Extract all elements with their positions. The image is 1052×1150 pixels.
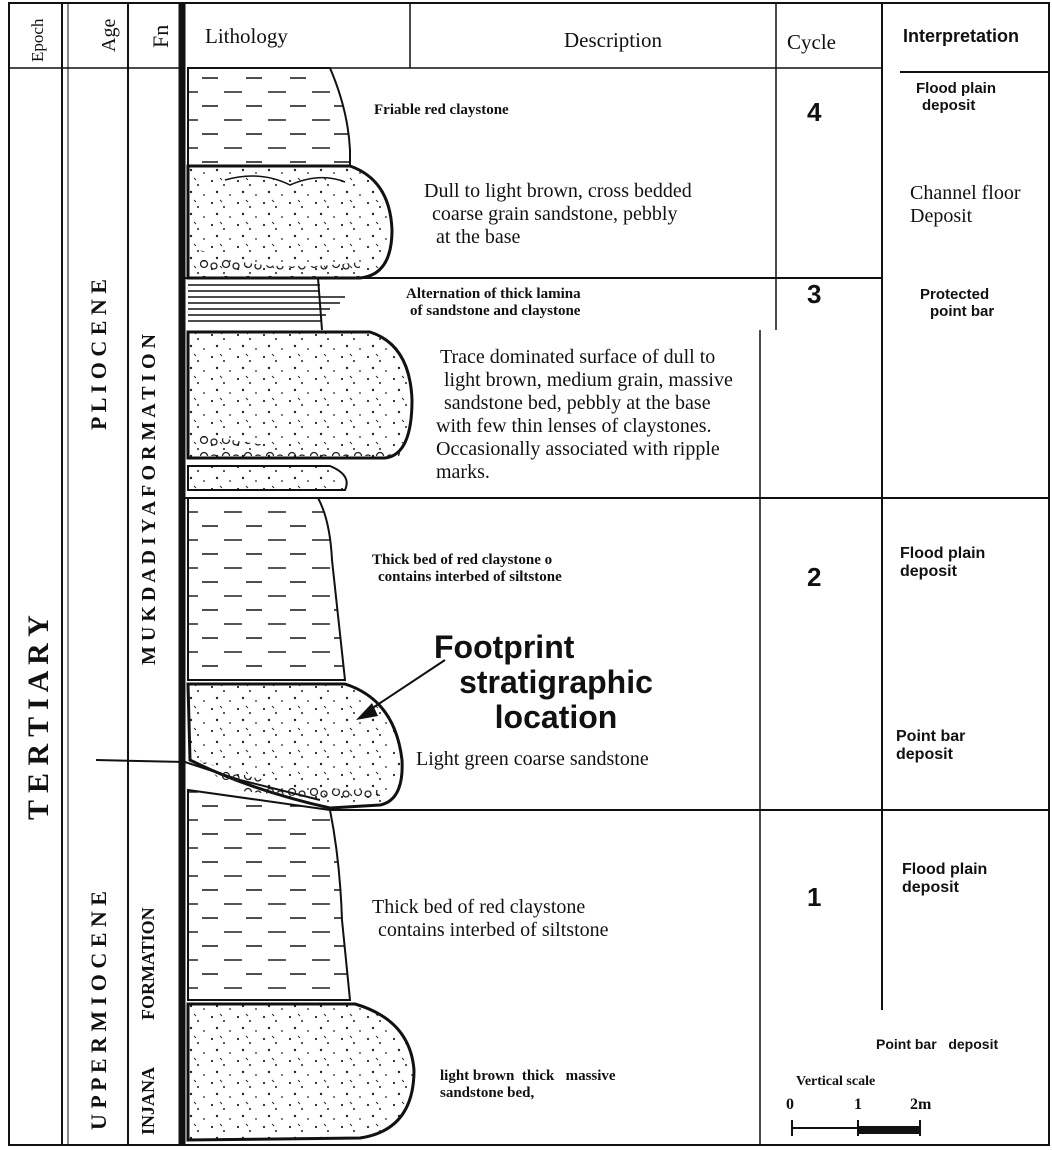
desc-line: of sandstone and claystone (406, 303, 581, 320)
interp-line: Point bar (896, 728, 965, 746)
interpretation-flood-plain-2: Flood plain deposit (900, 545, 985, 582)
interpretation-flood-plain-1: Flood plain deposit (902, 861, 987, 898)
interp-line: deposit (916, 97, 996, 114)
age-label-pliocene: P L I O C E N E (86, 279, 112, 430)
scale-tick-0: 0 (786, 1096, 794, 1114)
header-cycle: Cycle (787, 30, 836, 54)
interp-line: Protected (920, 286, 994, 303)
description-trace-dominated: Trace dominated surface of dull to light… (436, 346, 733, 484)
interp-line: deposit (900, 563, 985, 581)
description-friable-claystone: Friable red claystone (374, 102, 509, 119)
interp-line: deposit (896, 746, 965, 764)
fn-label-injana: INJANA (138, 1067, 159, 1135)
cycle-1: 1 (807, 883, 821, 913)
cycle-4: 4 (807, 98, 821, 128)
header-age: Age (98, 19, 121, 52)
interp-line: deposit (902, 879, 987, 897)
header-lithology: Lithology (205, 24, 288, 48)
description-thick-claystone-2: Thick bed of red claystone o contains in… (372, 552, 562, 587)
desc-line: Dull to light brown, cross bedded (424, 180, 692, 203)
desc-line: Thick bed of red claystone o (372, 552, 562, 569)
desc-line: Thick bed of red claystone (372, 896, 609, 919)
interpretation-point-bar-2: Point bar deposit (896, 728, 965, 765)
age-label-upper-miocene: U P P E R M I O C E N E (86, 891, 112, 1130)
desc-line: Occasionally associated with ripple (436, 438, 733, 461)
fn-label-formation: FORMATION (138, 907, 159, 1020)
desc-line: coarse grain sandstone, pebbly (424, 203, 692, 226)
vertical-scale-label: Vertical scale (796, 1074, 875, 1090)
fn-label-mukdadiya: M U K D A D I Y A F O R M A T I O N (138, 334, 161, 665)
description-light-green-sandstone: Light green coarse sandstone (416, 748, 649, 771)
desc-line: with few thin lenses of claystones. (436, 415, 733, 438)
desc-line: at the base (424, 226, 692, 249)
description-alternation: Alternation of thick lamina of sandstone… (406, 286, 581, 321)
desc-line: Trace dominated surface of dull to (436, 346, 733, 369)
description-cross-bedded: Dull to light brown, cross bedded coarse… (424, 180, 692, 249)
interp-line: Flood plain (902, 861, 987, 879)
footprint-line: location (416, 700, 696, 735)
interp-line: Deposit (910, 205, 1021, 228)
interp-line: Flood plain (900, 545, 985, 563)
description-thick-claystone-1: Thick bed of red claystone contains inte… (372, 896, 609, 942)
desc-line: light brown, medium grain, massive (436, 369, 733, 392)
desc-line: sandstone bed, (440, 1085, 616, 1102)
desc-line: marks. (436, 461, 733, 484)
desc-line: contains interbed of siltstone (372, 569, 562, 586)
header-description: Description (564, 28, 662, 52)
header-fn: Fn (148, 25, 174, 48)
scale-tick-1: 1 (854, 1096, 862, 1114)
footprint-line: stratigraphic (416, 665, 696, 700)
interpretation-flood-plain-4: Flood plain deposit (916, 80, 996, 115)
interp-line: Flood plain (916, 80, 996, 97)
interpretation-point-bar-1: Point bar deposit (876, 1036, 998, 1052)
desc-line: contains interbed of siltstone (372, 919, 609, 942)
footprint-location-label: Footprint stratigraphic location (416, 630, 696, 736)
header-epoch: Epoch (28, 19, 48, 62)
desc-line: Alternation of thick lamina (406, 286, 581, 303)
epoch-label: T E R T I A R Y (22, 615, 56, 820)
description-massive-sandstone: light brown thick massive sandstone bed, (440, 1068, 616, 1103)
header-interpretation: Interpretation (903, 26, 1019, 47)
cycle-3: 3 (807, 280, 821, 310)
interpretation-protected-point-bar: Protected point bar (920, 286, 994, 321)
scale-tick-2m: 2m (910, 1096, 931, 1114)
interpretation-channel-floor: Channel floor Deposit (910, 182, 1021, 228)
interp-line: Channel floor (910, 182, 1021, 205)
desc-line: sandstone bed, pebbly at the base (436, 392, 733, 415)
cycle-2: 2 (807, 563, 821, 593)
interp-line: point bar (920, 303, 994, 320)
desc-line: light brown thick massive (440, 1068, 616, 1085)
footprint-line: Footprint (416, 630, 696, 665)
